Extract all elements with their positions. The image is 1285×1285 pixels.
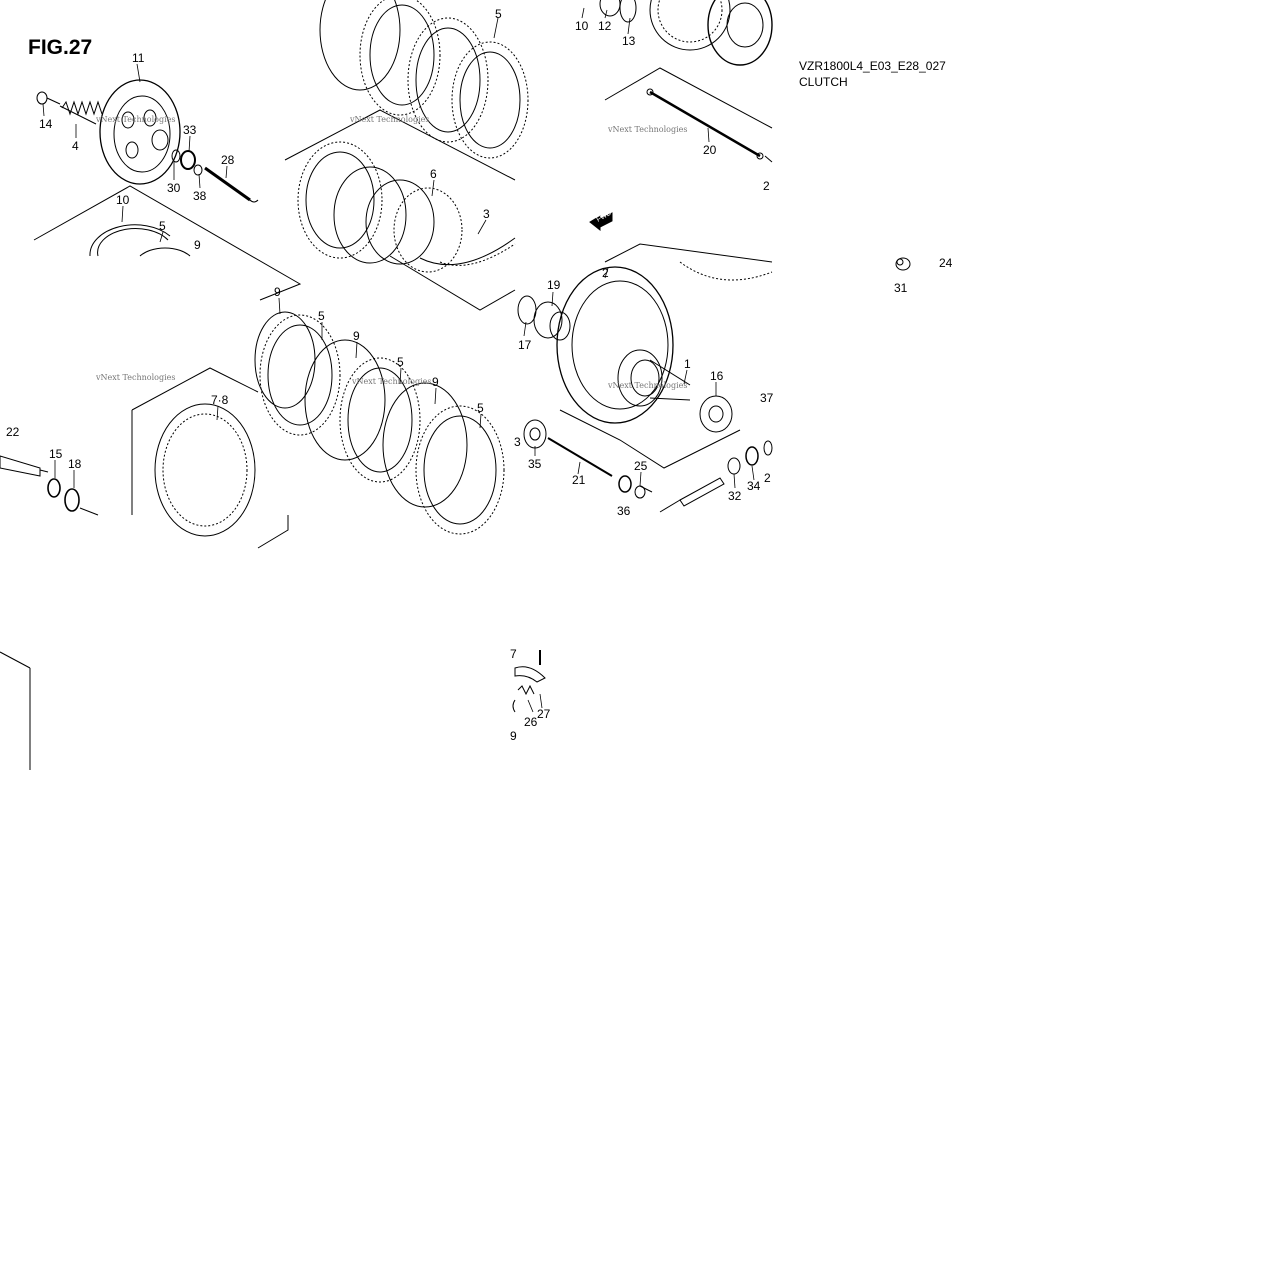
callout-38: 38 (193, 189, 207, 203)
washer-15 (47, 478, 61, 498)
callout-9: 9 (274, 285, 281, 299)
plate-10 (89, 224, 171, 257)
clutch-hub-top (599, 0, 773, 66)
callout-30: 30 (167, 181, 181, 195)
seal-34 (745, 446, 759, 466)
callout-18: 18 (68, 457, 82, 471)
callout-10: 10 (116, 193, 130, 207)
plate-stack-upper (319, 0, 529, 159)
callout-33: 33 (183, 123, 197, 137)
needle-bearing-19 (533, 301, 571, 341)
callout-5: 5 (397, 355, 404, 369)
oring-37 (763, 440, 773, 456)
callout-16: 16 (710, 369, 724, 383)
figure-title: FIG.27 (28, 36, 93, 59)
watermark-text: vNext Technologies (351, 377, 431, 386)
callout-25: 25 (634, 459, 648, 473)
callout-7-8: 7·8 (211, 393, 229, 407)
callout-35: 35 (528, 457, 542, 471)
watermark-text: vNext Technologies (607, 381, 687, 390)
plate-stack-middle (254, 311, 505, 535)
callout-15: 15 (49, 447, 63, 461)
bearing-35 (523, 419, 547, 449)
callout-32: 32 (728, 489, 742, 503)
callout-12: 12 (598, 19, 612, 33)
callout-2: 2 (764, 471, 771, 485)
bushing-36 (618, 475, 632, 493)
callout-1: 1 (684, 357, 691, 371)
callout-2: 2 (602, 266, 609, 280)
callout-10: 10 (575, 19, 589, 33)
callout-34: 34 (747, 479, 761, 493)
callout-17: 17 (518, 338, 532, 352)
callout-14: 14 (39, 117, 53, 131)
fwd-arrow (589, 212, 613, 232)
callout-36: 36 (617, 504, 631, 518)
watermark-text: vNext Technologies (607, 125, 687, 134)
callout-13: 13 (622, 34, 636, 48)
bushing-32 (727, 457, 741, 475)
washer-18 (64, 488, 80, 512)
callout-6: 6 (430, 167, 437, 181)
callout-22: 22 (6, 425, 20, 439)
callout-5: 5 (477, 401, 484, 415)
model-code: VZR1800L4_E03_E28_027 (799, 59, 946, 73)
callout-5: 5 (159, 219, 166, 233)
spring-bolt (36, 91, 61, 105)
primary-driven-gear (556, 266, 691, 424)
plate-7-8 (154, 403, 256, 537)
rod-21 (547, 437, 613, 477)
watermark-text: vNext Technologies (95, 115, 175, 124)
push-rod-28 (204, 166, 259, 203)
rod-20 (646, 88, 764, 160)
callout-19: 19 (547, 278, 561, 292)
watermarks: vNext Technologies vNext Technologies vN… (95, 115, 687, 390)
release-lever (512, 650, 546, 713)
callout-20: 20 (703, 143, 717, 157)
callout-7: 7 (510, 647, 517, 661)
callout-21: 21 (572, 473, 586, 487)
washer-17 (517, 295, 537, 325)
watermark-text: vNext Technologies (95, 373, 175, 382)
callouts: 11 14 4 33 30 38 28 10 5 9 6 3 5 10 12 1… (6, 7, 953, 743)
callout-9: 9 (353, 329, 360, 343)
callout-27: 27 (537, 707, 551, 721)
bushing-31 (895, 257, 911, 271)
shaft-lower (659, 477, 725, 513)
clutch-spring (59, 100, 103, 125)
callout-4: 4 (72, 139, 79, 153)
callout-9: 9 (432, 375, 439, 389)
leader-lines (42, 7, 755, 713)
pressure-plate (99, 79, 181, 185)
callout-3: 3 (514, 435, 521, 449)
callout-3: 3 (483, 207, 490, 221)
callout-26: 26 (524, 715, 538, 729)
callout-5: 5 (318, 309, 325, 323)
callout-9: 9 (194, 238, 201, 252)
callout-31: 31 (894, 281, 908, 295)
callout-9: 9 (510, 729, 517, 743)
callout-5: 5 (495, 7, 502, 21)
watermark-text: vNext Technologies (349, 115, 429, 124)
callout-24: 24 (939, 256, 953, 270)
callout-11: 11 (132, 51, 145, 65)
pin-25 (634, 485, 653, 499)
washer-16 (699, 395, 733, 433)
bearing-33 (171, 149, 203, 176)
callout-2: 2 (763, 179, 770, 193)
shaft-22 (0, 455, 49, 477)
plate-stack-lower (297, 141, 516, 273)
model-name: CLUTCH (799, 75, 848, 89)
callout-28: 28 (221, 153, 235, 167)
callout-37: 37 (760, 391, 774, 405)
